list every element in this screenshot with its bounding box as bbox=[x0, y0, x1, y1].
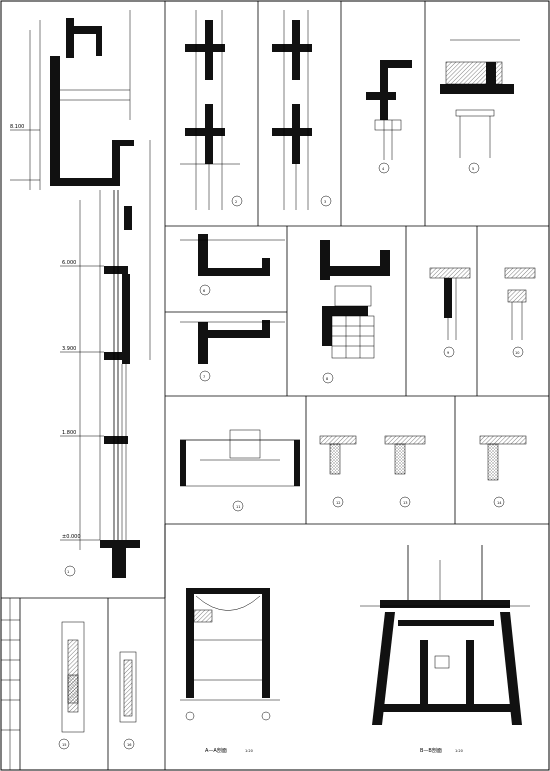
marker-15: 15 bbox=[62, 743, 66, 747]
detail-10: 10 bbox=[504, 267, 536, 358]
section-aa: A—A剖面 1:20 bbox=[180, 588, 280, 754]
marker-11: 11 bbox=[236, 505, 240, 509]
elevation-e4: 1.800 bbox=[62, 430, 76, 436]
marker-6: 6 bbox=[203, 289, 205, 293]
detail-7: 7 bbox=[180, 320, 285, 382]
marker-7: 7 bbox=[203, 375, 205, 379]
marker-5: 5 bbox=[472, 167, 474, 171]
marker-2: 2 bbox=[235, 200, 237, 204]
marker-tall-section: 1 bbox=[67, 570, 69, 574]
elevation-e2: 6.000 bbox=[62, 260, 76, 266]
section-aa-title: A—A剖面 bbox=[205, 747, 227, 754]
section-bb: B—B剖面 1:20 bbox=[360, 545, 530, 754]
detail-13: 13 bbox=[384, 435, 426, 508]
detail-3: 3 bbox=[272, 10, 332, 210]
detail-16: 16 bbox=[119, 651, 137, 750]
marker-8: 8 bbox=[326, 377, 328, 381]
elevation-e3: 3.900 bbox=[62, 346, 76, 352]
detail-2: 2 bbox=[180, 10, 243, 210]
elevation-e5: ±0.000 bbox=[62, 534, 81, 540]
title-block bbox=[1, 598, 20, 770]
detail-12: 12 bbox=[319, 435, 357, 508]
section-bb-title: B—B剖面 bbox=[420, 747, 442, 754]
marker-14: 14 bbox=[497, 501, 502, 505]
marker-16: 16 bbox=[127, 743, 131, 747]
marker-10: 10 bbox=[515, 351, 519, 355]
detail-5: 5 bbox=[440, 39, 520, 174]
tall-wall-section: 8.100 6.000 3.900 1.800 ±0.000 1 bbox=[10, 10, 151, 578]
detail-14: 14 bbox=[479, 435, 527, 508]
detail-9: 9 bbox=[429, 267, 471, 358]
marker-4: 4 bbox=[382, 167, 385, 171]
marker-12: 12 bbox=[336, 501, 340, 505]
detail-8: 8 bbox=[320, 240, 390, 384]
elevation-e1: 8.100 bbox=[10, 124, 24, 130]
marker-3: 3 bbox=[324, 200, 326, 204]
marker-9: 9 bbox=[447, 351, 449, 355]
detail-15: 15 bbox=[58, 621, 85, 750]
section-aa-scale: 1:20 bbox=[245, 749, 253, 753]
marker-13: 13 bbox=[403, 501, 407, 505]
detail-4: 4 bbox=[366, 60, 412, 174]
section-bb-scale: 1:20 bbox=[455, 749, 463, 753]
detail-11: 11 bbox=[180, 429, 300, 512]
detail-6: 6 bbox=[180, 234, 285, 296]
